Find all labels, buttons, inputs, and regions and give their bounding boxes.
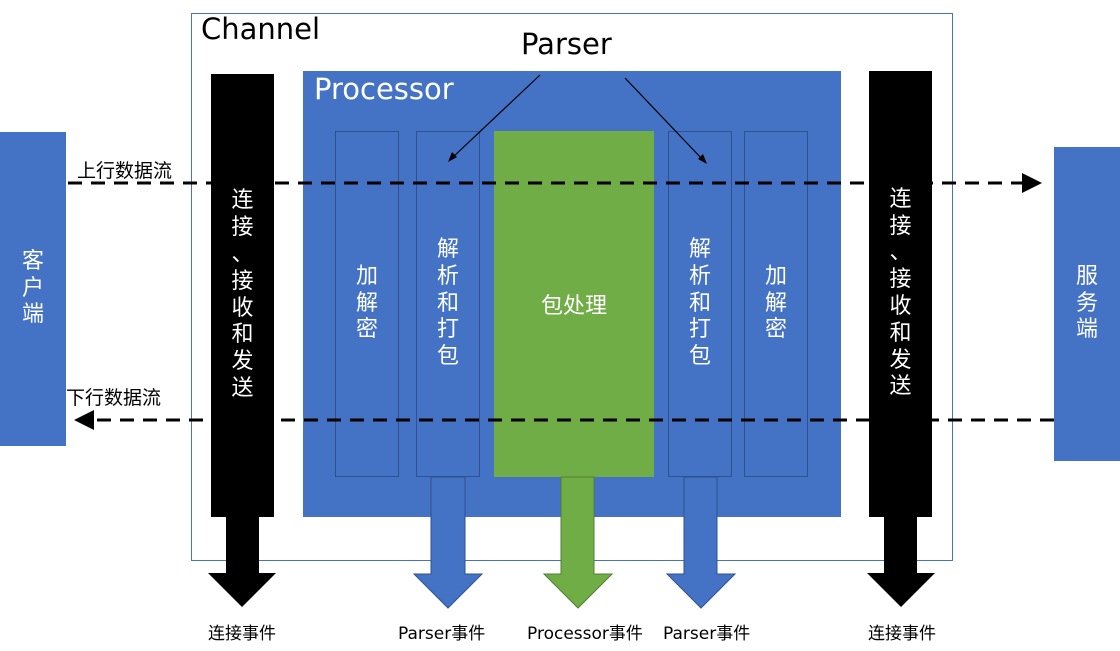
conn-right-char: 收 [889,294,912,319]
server-box: 服 务 端 [1054,147,1120,461]
parse-left-char: 包 [436,344,459,370]
parse-left-char: 解 [436,236,459,262]
client-label-char: 客 [21,248,44,274]
parser-title: Parser [521,27,612,61]
conn-left-char: 送 [231,375,254,401]
client-box: 客 户 端 [0,132,66,446]
parse-left-char: 析 [436,263,459,289]
parser-left-event-arrow [412,476,484,609]
conn-right-char: 送 [889,374,912,400]
parser-pointer-left [451,74,541,159]
crypto-left-char: 解 [355,290,378,316]
conn-left-char: 连 [231,188,254,214]
parser-right-event-arrow [665,476,737,609]
crypto-left-char: 密 [355,317,378,343]
conn-left-char: 收 [231,295,254,321]
crypto-column-left: 加 解 密 [335,131,399,477]
parse-right-char: 打 [688,317,711,343]
client-label-char: 户 [21,275,44,301]
conn-right-char: 发 [889,347,912,373]
upstream-arrowhead [1022,173,1042,193]
conn-right-event-label: 连接事件 [868,624,936,644]
conn-right-event-arrow [867,517,935,607]
crypto-right-char: 加 [764,263,787,289]
conn-left-char: 接 [231,215,254,241]
parse-left-char: 和 [436,290,459,316]
connection-bar-right: 连 接 、 接 收 和 发 送 [869,71,932,517]
upstream-label: 上行数据流 [77,160,173,182]
channel-title: Channel [201,12,321,46]
conn-left-char: 发 [231,349,254,375]
packet-label: 包处理 [540,294,607,319]
client-label-char: 端 [21,302,44,328]
parser-left-event-label: Parser事件 [398,624,486,644]
downstream-arrowhead [74,410,94,430]
parser-pointer-right [624,77,704,161]
parse-right-char: 包 [688,344,711,370]
conn-left-event-label: 连接事件 [208,624,276,644]
conn-right-char: 接 [889,213,912,239]
crypto-right-char: 解 [764,290,787,316]
server-label-char: 端 [1075,317,1098,343]
processor-title: Processor [314,72,454,106]
conn-left-char: 接 [231,268,254,294]
parse-right-char: 解 [688,236,711,262]
parser-right-event-label: Parser事件 [663,624,751,644]
downstream-label: 下行数据流 [66,387,162,409]
crypto-right-char: 密 [764,317,787,343]
conn-left-event-arrow [208,517,276,607]
conn-right-char: 、 [889,240,912,266]
conn-right-char: 连 [889,186,912,212]
parser-pointer-left-head [448,152,457,162]
crypto-left-char: 加 [355,263,378,289]
parse-right-char: 和 [688,290,711,316]
connection-bar-left: 连 接 、 接 收 和 发 送 [211,74,274,517]
conn-right-char: 接 [889,267,912,293]
conn-left-char: 和 [231,322,254,348]
conn-right-char: 和 [889,320,912,346]
conn-left-char: 、 [231,241,254,267]
server-label-char: 服 [1075,263,1098,289]
processor-event-arrow [542,476,614,609]
parser-pointer-right-head [698,154,707,164]
server-label-char: 务 [1075,290,1098,316]
processor-event-label: Processor事件 [527,624,643,644]
parse-right-char: 析 [688,263,711,289]
parse-left-char: 打 [436,317,459,343]
